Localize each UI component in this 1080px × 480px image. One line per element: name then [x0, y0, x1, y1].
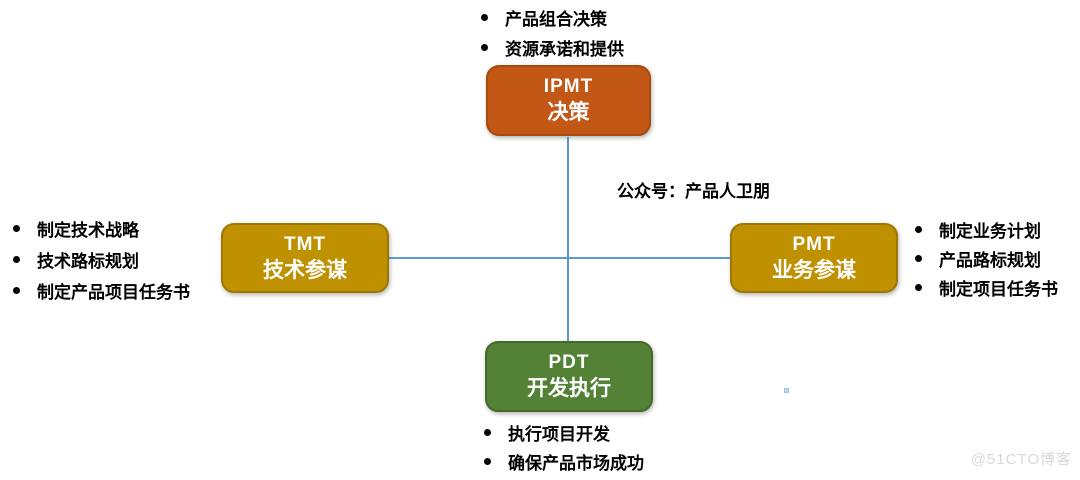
connector-horizontal [389, 257, 730, 259]
list-item: 执行项目开发 [484, 418, 644, 447]
ipmt-duties-list: 产品组合决策 资源承诺和提供 [481, 2, 624, 62]
blue-dot-artifact [784, 388, 789, 393]
node-role: 业务参谋 [772, 258, 856, 282]
list-item: 产品路标规划 [915, 244, 1058, 273]
node-pmt: PMT 业务参谋 [730, 223, 898, 293]
list-item: 制定业务计划 [915, 215, 1058, 244]
duty-text: 产品组合决策 [505, 9, 607, 29]
duty-text: 执行项目开发 [508, 425, 610, 444]
node-role: 技术参谋 [263, 258, 347, 282]
bullet-icon [13, 287, 20, 294]
watermark: @51CTO博客 [970, 451, 1072, 468]
node-acronym: PMT [792, 233, 836, 255]
wechat-account-label: 公众号：产品人卫朋 [617, 182, 770, 201]
node-ipmt: IPMT 决策 [486, 65, 651, 136]
pdt-duties-list: 执行项目开发 确保产品市场成功 [484, 418, 644, 476]
bullet-icon [13, 225, 20, 232]
bullet-icon [481, 43, 488, 51]
tmt-duties-list: 制定技术战略 技术路标规划 制定产品项目任务书 [13, 213, 190, 306]
node-acronym: IPMT [543, 76, 594, 97]
bullet-icon [915, 255, 922, 262]
list-item: 制定产品项目任务书 [13, 275, 190, 306]
duty-text: 制定产品项目任务书 [37, 283, 190, 302]
connector-vertical [567, 137, 569, 342]
duty-text: 制定项目任务书 [939, 280, 1058, 299]
pmt-duties-list: 制定业务计划 产品路标规划 制定项目任务书 [915, 215, 1058, 302]
node-tmt: TMT 技术参谋 [221, 223, 389, 293]
bullet-icon [915, 226, 922, 233]
node-acronym: PDT [548, 352, 590, 373]
duty-text: 技术路标规划 [37, 252, 139, 271]
duty-text: 制定技术战略 [37, 221, 139, 240]
bullet-icon [13, 256, 20, 263]
list-item: 资源承诺和提供 [481, 32, 624, 62]
node-role: 决策 [547, 101, 590, 124]
node-role: 开发执行 [527, 377, 611, 400]
list-item: 制定项目任务书 [915, 273, 1058, 302]
duty-text: 确保产品市场成功 [508, 454, 644, 473]
duty-text: 制定业务计划 [939, 222, 1041, 241]
node-pdt: PDT 开发执行 [485, 341, 653, 412]
bullet-icon [484, 429, 491, 436]
duty-text: 产品路标规划 [939, 251, 1041, 270]
list-item: 制定技术战略 [13, 213, 190, 244]
list-item: 产品组合决策 [481, 2, 624, 32]
list-item: 确保产品市场成功 [484, 447, 644, 476]
bullet-icon [915, 284, 922, 291]
bullet-icon [481, 13, 488, 21]
list-item: 技术路标规划 [13, 244, 190, 275]
duty-text: 资源承诺和提供 [505, 39, 624, 59]
node-acronym: TMT [283, 233, 327, 255]
bullet-icon [484, 458, 491, 465]
